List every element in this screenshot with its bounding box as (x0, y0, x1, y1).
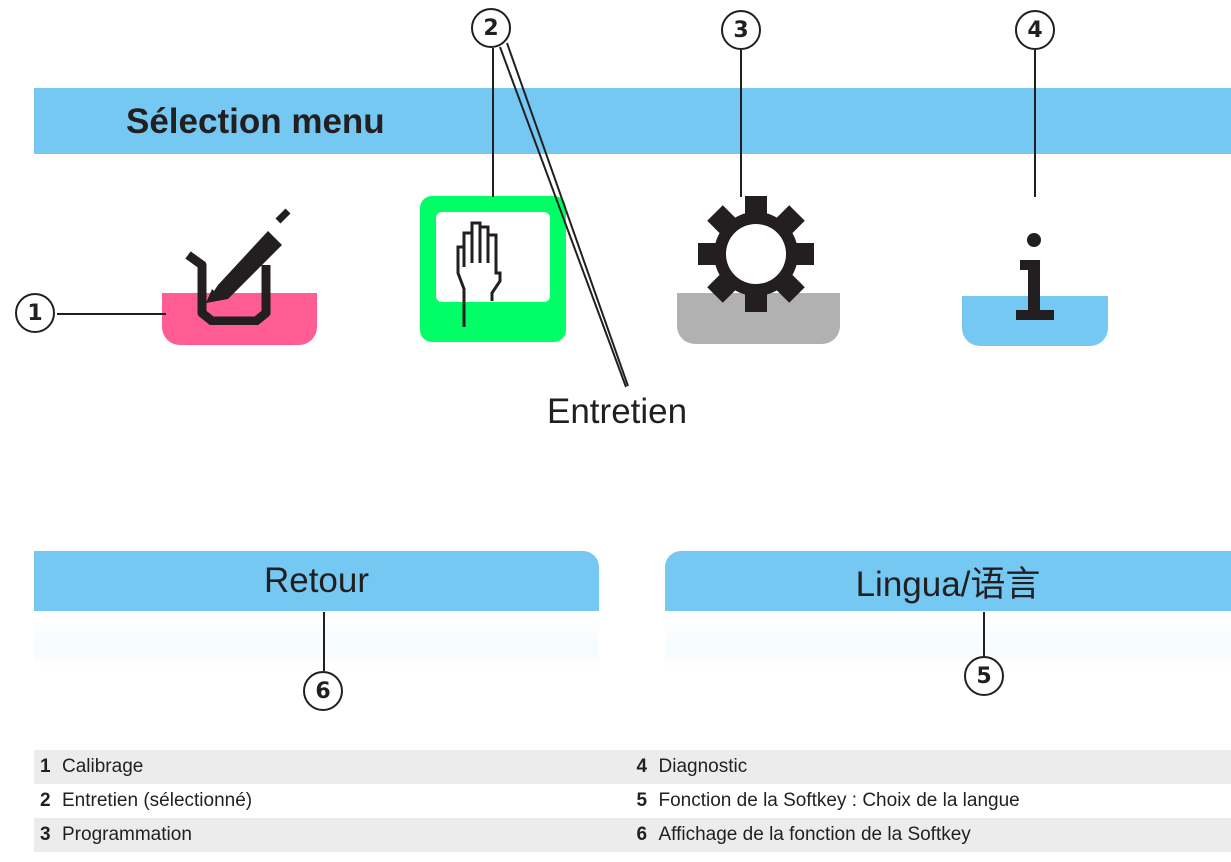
legend-text: Affichage de la fonction de la Softkey (658, 824, 971, 845)
legend-number: 6 (636, 824, 648, 845)
hand-icon (456, 221, 502, 327)
callout-2: 2 (471, 8, 511, 48)
softkey-language-area (665, 611, 1231, 667)
legend-row: 1 Calibrage 4 Diagnostic (34, 750, 1231, 784)
legend-number: 5 (636, 790, 648, 811)
legend-number: 3 (40, 824, 51, 845)
legend-text: Entretien (sélectionné) (62, 790, 253, 811)
softkey-back-area (34, 611, 599, 667)
selected-item-label: Entretien (547, 392, 688, 431)
softkey-back-label: Retour (263, 561, 370, 600)
legend-item: 2 Entretien (sélectionné) (34, 790, 633, 812)
callout-1: 1 (15, 293, 55, 333)
legend-table: 1 Calibrage 4 Diagnostic 2 Entretien (sé… (34, 750, 1231, 852)
legend-item: 4 Diagnostic (633, 756, 1231, 778)
legend-number: 4 (636, 756, 648, 777)
legend-text: Programmation (62, 824, 192, 845)
legend-item: 1 Calibrage (34, 756, 633, 778)
callout-3: 3 (721, 10, 761, 50)
legend-number: 1 (40, 756, 51, 777)
menu-header: Sélection menu (34, 88, 1231, 154)
info-icon (1016, 233, 1054, 320)
legend-item: 6 Affichage de la fonction de la Softkey (633, 824, 1231, 846)
softkey-language-label: Lingua/语言 (855, 564, 1041, 604)
softkey-language[interactable]: Lingua/语言 (665, 551, 1231, 611)
legend-text: Diagnostic (658, 756, 748, 777)
page-title: Sélection menu (126, 102, 385, 141)
callout-4: 4 (1015, 10, 1055, 50)
legend-text: Fonction de la Softkey : Choix de la lan… (658, 790, 1020, 811)
legend-number: 2 (40, 790, 51, 811)
callout-5: 5 (964, 656, 1004, 696)
legend-row: 3 Programmation 6 Affichage de la foncti… (34, 818, 1231, 852)
gear-icon (698, 196, 814, 312)
legend-text: Calibrage (62, 756, 144, 777)
legend-item: 5 Fonction de la Softkey : Choix de la l… (633, 790, 1231, 812)
beaker-pencil-icon (185, 208, 291, 325)
softkey-back[interactable]: Retour (34, 551, 599, 611)
callout-6: 6 (303, 671, 343, 711)
legend-item: 3 Programmation (34, 824, 633, 846)
legend-row: 2 Entretien (sélectionné) 5 Fonction de … (34, 784, 1231, 818)
